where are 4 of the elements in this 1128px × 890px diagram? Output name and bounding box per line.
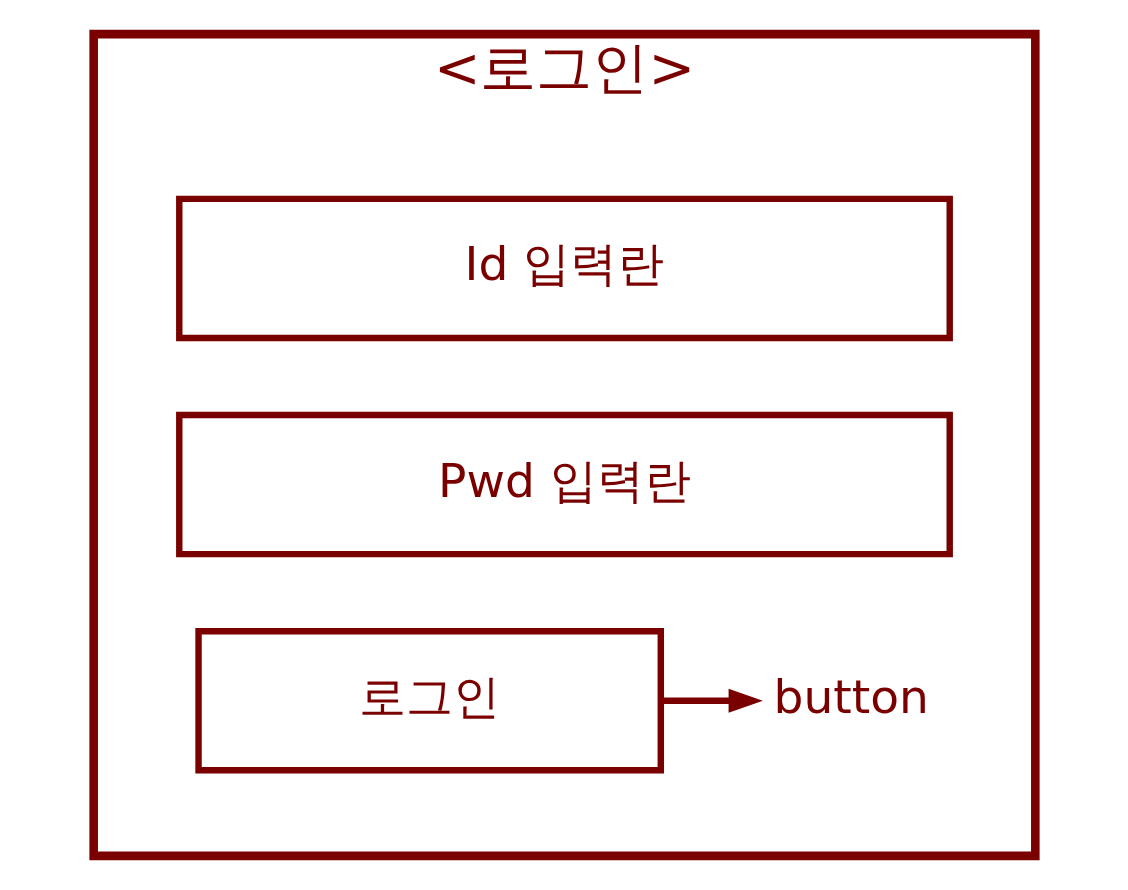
node-box: 로그인: [194, 628, 664, 774]
node-text: button: [773, 668, 929, 724]
node-box: Id 입력란: [175, 195, 953, 342]
node-box: Pwd 입력란: [175, 411, 953, 558]
